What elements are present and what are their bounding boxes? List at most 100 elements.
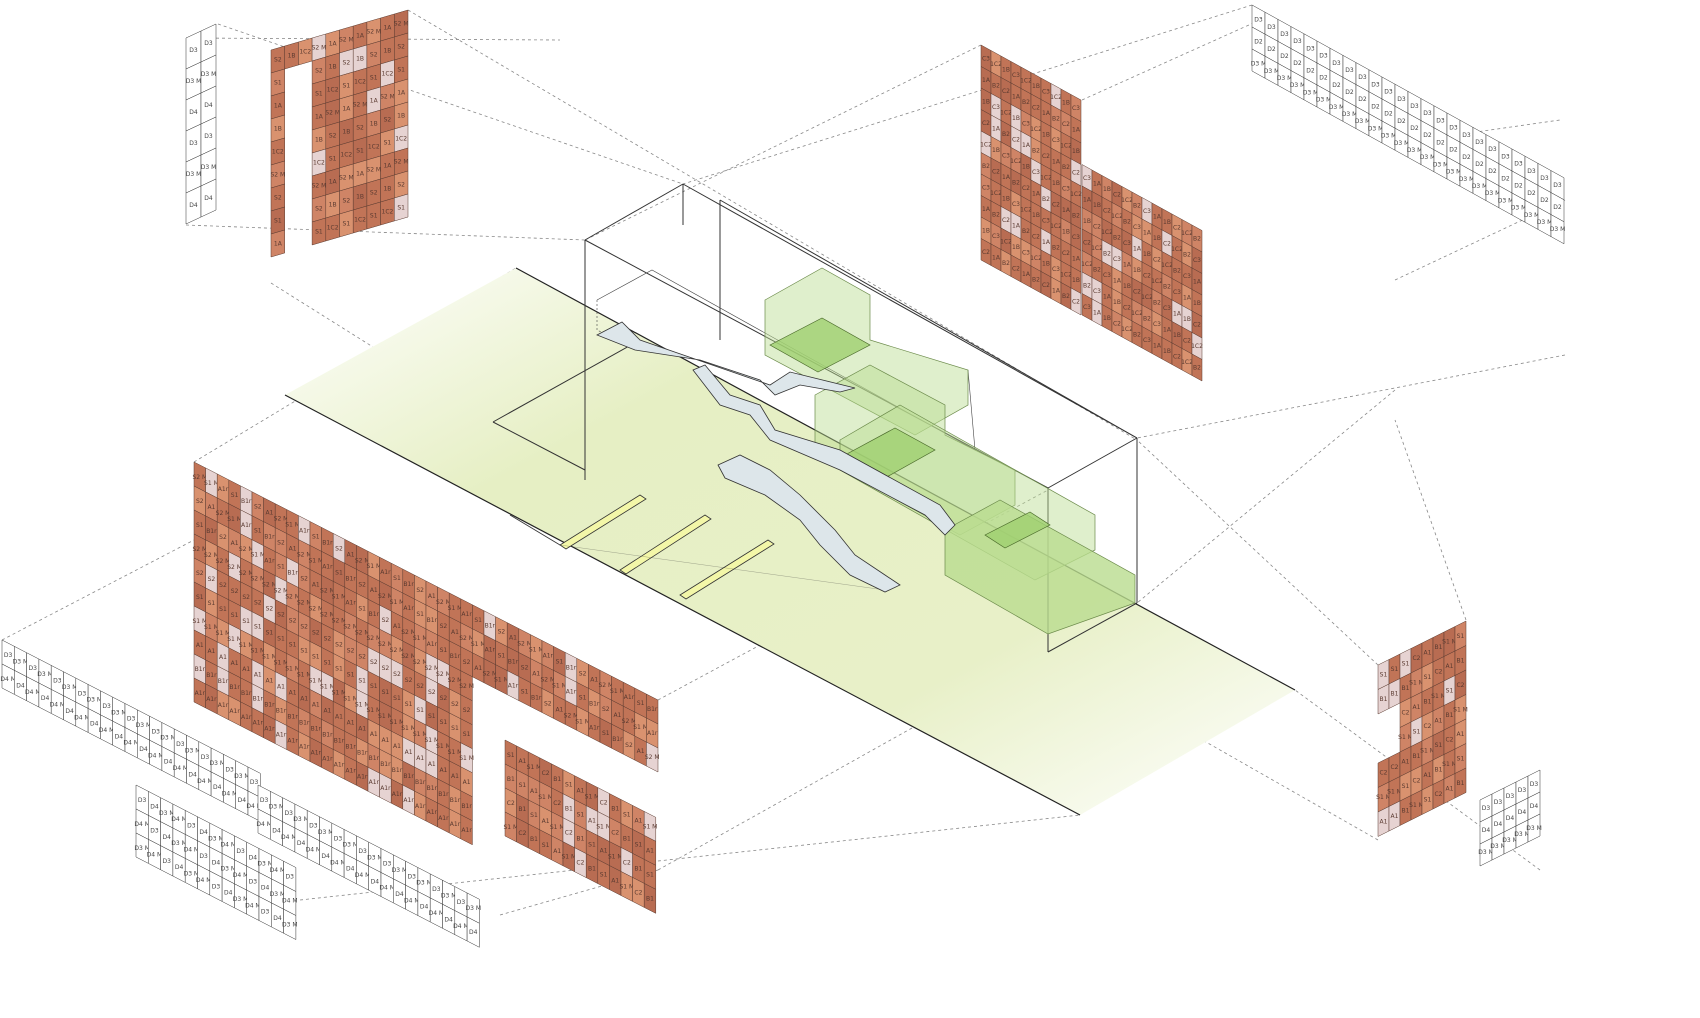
panel-code-label: S1: [231, 492, 239, 499]
panel-code-label: B1r: [461, 803, 472, 810]
panel-code-label: D3 M: [342, 842, 358, 849]
panel-code-label: S1: [370, 683, 378, 690]
panel-code-label: D3 M: [1277, 75, 1293, 82]
panel-code-label: B1: [1391, 691, 1399, 698]
panel-code-label: S2: [384, 117, 392, 124]
panel-code-label: D3: [286, 873, 295, 880]
panel-code-label: D4: [212, 859, 221, 866]
panel-code-label: S1: [556, 658, 564, 665]
panel-code-label: 1C2: [313, 160, 325, 167]
panel-code-label: 1A: [992, 255, 1001, 262]
panel-code-label: A1r: [276, 732, 287, 739]
panel-code-label: D3: [1332, 60, 1341, 67]
panel-code-label: A1: [231, 540, 239, 547]
panel-code-label: 1A: [1123, 262, 1132, 269]
panel-code-label: S1: [397, 205, 405, 212]
panel-code-label: B1r: [264, 534, 275, 541]
panel-code-label: S1: [274, 80, 282, 87]
panel-code-label: S2 M: [366, 635, 381, 642]
panel-code-label: S2: [343, 198, 351, 205]
panel-code-label: D3 M: [1524, 212, 1540, 219]
panel-code-label: A1r: [287, 738, 298, 745]
panel-code-label: 1A: [1083, 197, 1092, 204]
panel-code-label: S1: [300, 648, 308, 655]
panel-code-label: S2: [274, 195, 282, 202]
panel-code-label: S2: [219, 534, 227, 541]
panel-code-label: D4: [150, 804, 159, 811]
panel-code-label: S1 M: [1420, 748, 1435, 755]
panel-code-label: D4 M: [233, 872, 249, 879]
panel-code-label: D3: [187, 823, 196, 830]
projection-line: [682, 4, 1253, 185]
panel-code-label: S1: [208, 600, 216, 607]
panel-code-label: D3 M: [209, 760, 225, 767]
panel-code-label: S1 M: [343, 695, 358, 702]
panel-code-label: C3: [1052, 137, 1060, 144]
panel-code-label: D2: [1397, 118, 1406, 125]
panel-code-label: 1C2: [1070, 191, 1082, 198]
panel-code-label: A1: [312, 701, 320, 708]
panel-code-label: 1A: [1072, 127, 1081, 134]
panel-code-label: A1: [1424, 650, 1432, 657]
panel-code-label: S2 M: [274, 516, 289, 523]
panel-code-label: B1r: [450, 653, 461, 660]
panel-code-label: A1: [289, 690, 297, 697]
panel-code-label: B1r: [253, 696, 264, 703]
facade-panel-cell: [394, 193, 409, 222]
panel-code-label: D2: [1423, 132, 1432, 139]
panel-code-label: 1C2: [395, 136, 407, 143]
panel-code-label: D3: [1501, 153, 1510, 160]
panel-code-label: S1 M: [1409, 802, 1424, 809]
panel-code-label: S1: [347, 671, 355, 678]
panel-code-label: S1 M: [390, 599, 405, 606]
panel-code-label: A1r: [624, 694, 635, 701]
panel-code-label: S2: [397, 182, 405, 189]
panel-code-label: S2: [347, 647, 355, 654]
panel-code-label: S2 M: [192, 546, 207, 553]
panel-code-label: A1: [300, 696, 308, 703]
panel-code-label: A1: [393, 623, 401, 630]
panel-code-label: S1: [600, 872, 608, 879]
panel-code-label: A1r: [566, 688, 577, 695]
panel-code-label: B1: [553, 776, 561, 783]
panel-code-label: S2 M: [192, 474, 207, 481]
panel-code-label: D3: [1306, 45, 1315, 52]
panel-code-label: S2 M: [297, 600, 312, 607]
panel-code-label: D3 M: [257, 861, 273, 868]
panel-code-label: D4 M: [330, 859, 346, 866]
panel-code-label: C2: [1379, 770, 1387, 777]
panel-code-label: B1r: [485, 623, 496, 630]
panel-code-label: C2: [1052, 202, 1060, 209]
panel-code-label: 1C2: [1030, 255, 1042, 262]
panel-code-label: S2: [544, 700, 552, 707]
panel-code-label: S1 M: [192, 618, 207, 625]
panel-code-label: D4: [297, 840, 306, 847]
panel-code-label: 1B: [1012, 115, 1020, 122]
panel-code-label: S1: [242, 618, 250, 625]
panel-code-label: B2: [1002, 260, 1010, 267]
panel-code-label: A1: [370, 731, 378, 738]
panel-code-label: D3: [249, 878, 258, 885]
panel-code-label: A1r: [218, 702, 229, 709]
ground-strip: [559, 494, 647, 550]
panel-code-label: S2 M: [216, 558, 231, 565]
panel-code-label: S2: [315, 68, 323, 75]
panel-code-label: D2: [1410, 125, 1419, 132]
panel-code-label: D2: [1267, 46, 1276, 53]
panel-code-label: A1r: [403, 797, 414, 804]
panel-code-label: D3: [138, 797, 147, 804]
panel-code-label: S2: [254, 504, 262, 511]
panel-code-label: D2: [1553, 204, 1562, 211]
panel-code-label: 1A: [342, 106, 351, 113]
panel-code-label: B1: [530, 836, 538, 843]
panel-code-label: 1C2: [990, 61, 1002, 68]
panel-code-label: S2 M: [239, 570, 254, 577]
panel-code-label: S2: [196, 498, 204, 505]
panel-code-label: B1: [1413, 753, 1421, 760]
panel-code-label: D3: [1436, 117, 1445, 124]
panel-code-label: S1 M: [575, 718, 590, 725]
